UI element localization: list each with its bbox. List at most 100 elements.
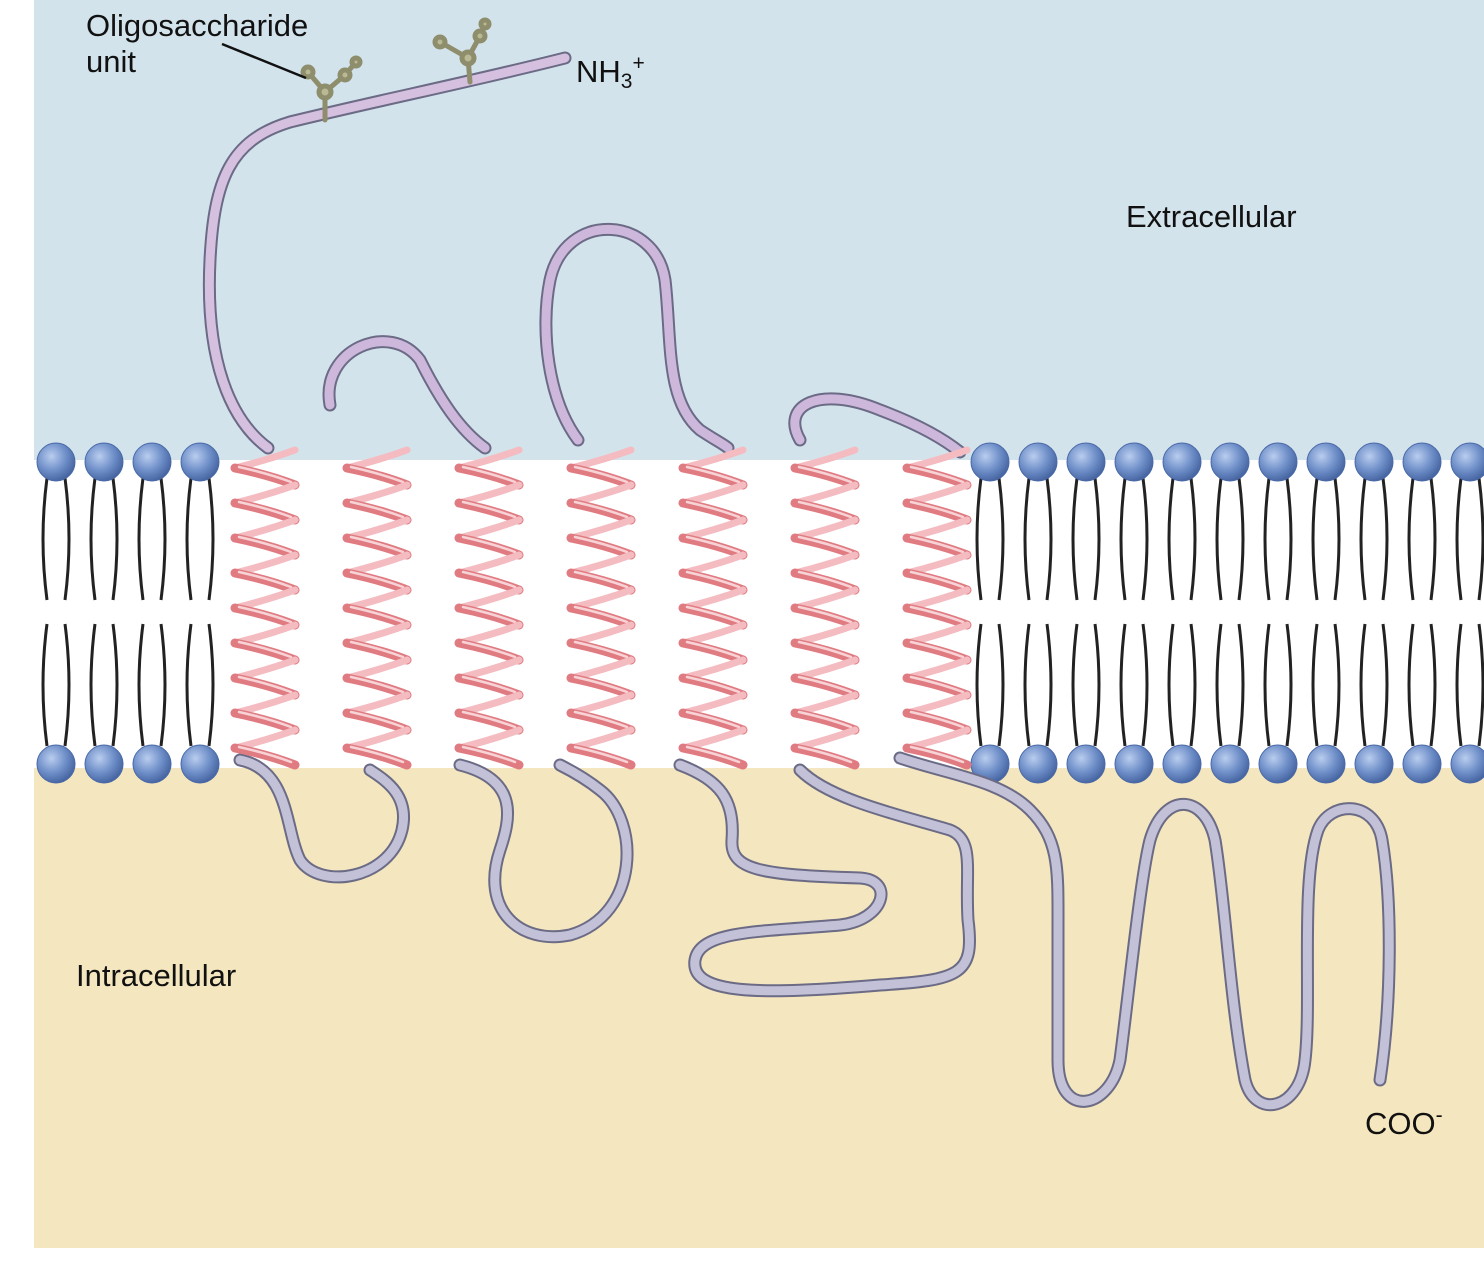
helix-highlight (573, 675, 629, 694)
helix-highlight (909, 710, 965, 729)
lipid-bilayer-right (970, 442, 1484, 784)
lipid-tail (63, 477, 71, 601)
extracellular-loops (202, 51, 967, 459)
lipid-head-outer (1018, 442, 1058, 482)
lipid-tail (1215, 477, 1223, 601)
lipid-tail (997, 623, 1005, 747)
helix-highlight (797, 745, 853, 764)
n-terminus-main: NH (576, 54, 621, 89)
helix-highlight (685, 640, 741, 659)
lipid-tail (63, 623, 71, 747)
lipid-tail (1045, 477, 1053, 601)
transmembrane-helices (230, 446, 972, 770)
helix-highlight (909, 605, 965, 624)
transmembrane-helix-7 (902, 446, 972, 770)
lipid-head-inner (1450, 744, 1484, 784)
helix-front-strand (790, 743, 860, 770)
lipid-head-outer (1354, 442, 1394, 482)
lipid-head-outer (84, 442, 124, 482)
lipid-head-inner (84, 744, 124, 784)
c-terminus-label: COO- (1365, 1098, 1443, 1142)
extracellular-region (34, 0, 1484, 460)
helix-front-strand (454, 743, 524, 770)
helix-highlight (685, 605, 741, 624)
lipid-tail (1263, 623, 1271, 747)
intracellular-label: Intracellular (76, 958, 237, 993)
n-terminus-superscript: + (632, 52, 645, 75)
lipid-tail (111, 623, 119, 747)
helix-front-strand (566, 743, 636, 770)
lipid-tail (185, 477, 193, 601)
lipid-head-inner (1018, 744, 1058, 784)
n-terminus-subscript: 3 (620, 70, 633, 93)
helix-highlight (573, 710, 629, 729)
lipid-bilayer-left (36, 442, 220, 784)
helix-highlight (797, 535, 853, 554)
oligosaccharide-label-line-1: Oligosaccharide (86, 8, 309, 43)
lipid-tail (1285, 477, 1293, 601)
lipid-tail (1167, 477, 1175, 601)
lipid-tail (1023, 477, 1031, 601)
helix-highlight (237, 465, 293, 484)
lipid-tail (137, 623, 145, 747)
helix-highlight (685, 535, 741, 554)
lipid-tail (1237, 623, 1245, 747)
lipid-head-outer (1114, 442, 1154, 482)
lipid-tail (89, 477, 97, 601)
helix-highlight (573, 570, 629, 589)
lipid-head-outer (36, 442, 76, 482)
lipid-tail (975, 477, 983, 601)
helix-highlight (461, 500, 517, 519)
lipid-tail (1455, 623, 1463, 747)
lipid-tail (1285, 623, 1293, 747)
lipid-tail (1119, 477, 1127, 601)
lipid-tail (1477, 477, 1484, 601)
lipid-head-inner (1210, 744, 1250, 784)
transmembrane-helix-2 (342, 446, 412, 770)
intracellular-region (34, 768, 1484, 1248)
helix-highlight (909, 640, 965, 659)
lipid-tail (1263, 477, 1271, 601)
helix-highlight (349, 570, 405, 589)
helix-front-strand (902, 743, 972, 770)
transmembrane-helix-3 (454, 446, 524, 770)
lipid-tail (159, 477, 167, 601)
lipid-head-outer (1258, 442, 1298, 482)
helix-highlight (909, 745, 965, 764)
helix-highlight (461, 605, 517, 624)
lipid-tail (1333, 623, 1341, 747)
helix-highlight (349, 500, 405, 519)
lipid-head-inner (132, 744, 172, 784)
lipid-tail (1071, 623, 1079, 747)
helix-highlight (685, 500, 741, 519)
lipid-tail (1429, 477, 1437, 601)
lipid-tail (1455, 477, 1463, 601)
helix-highlight (685, 675, 741, 694)
helix-highlight (685, 745, 741, 764)
helix-highlight (685, 465, 741, 484)
helix-highlight (461, 465, 517, 484)
helix-highlight (573, 465, 629, 484)
lipid-head-outer (1306, 442, 1346, 482)
helix-highlight (797, 675, 853, 694)
helix-highlight (909, 570, 965, 589)
helix-highlight (237, 570, 293, 589)
helix-highlight (573, 605, 629, 624)
helix-highlight (237, 500, 293, 519)
helix-highlight (461, 535, 517, 554)
lipid-tail (1381, 477, 1389, 601)
lipid-head-outer (180, 442, 220, 482)
transmembrane-helix-4 (566, 446, 636, 770)
lipid-tail (975, 623, 983, 747)
lipid-tail (1093, 477, 1101, 601)
c-terminus-main: COO (1365, 1106, 1436, 1141)
extracellular-label: Extracellular (1126, 199, 1297, 234)
helix-highlight (237, 745, 293, 764)
lipid-tail (185, 623, 193, 747)
lipid-tail (1429, 623, 1437, 747)
transmembrane-helix-5 (678, 446, 748, 770)
lipid-head-outer (132, 442, 172, 482)
helix-highlight (461, 640, 517, 659)
